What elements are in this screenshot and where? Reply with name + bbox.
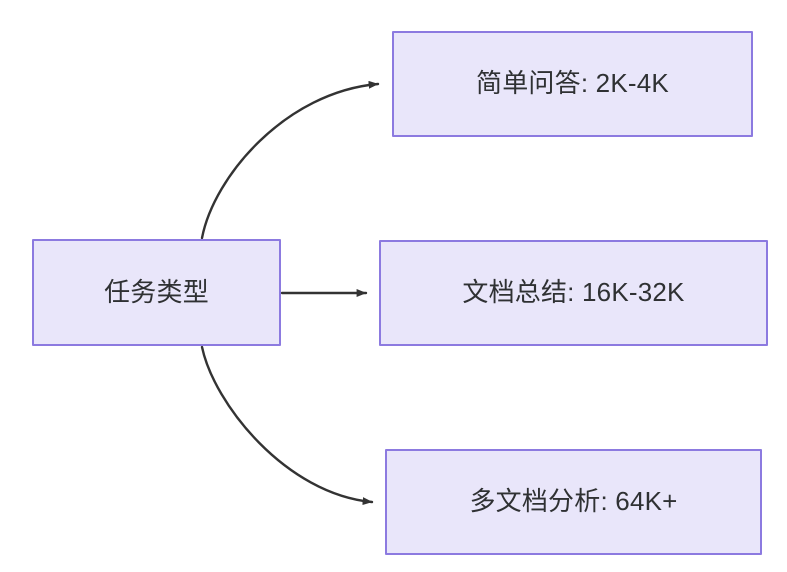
- node-simple-qa[interactable]: 简单问答: 2K-4K: [392, 31, 753, 137]
- node-label: 多文档分析: 64K+: [469, 486, 678, 517]
- node-doc-summary[interactable]: 文档总结: 16K-32K: [379, 240, 768, 346]
- node-label: 简单问答: 2K-4K: [476, 68, 669, 99]
- edge-source-multidoc: [200, 345, 374, 506]
- node-task-type[interactable]: 任务类型: [32, 239, 281, 346]
- node-label: 任务类型: [104, 276, 209, 307]
- node-label: 文档总结: 16K-32K: [462, 277, 685, 308]
- node-multi-doc-analysis[interactable]: 多文档分析: 64K+: [385, 449, 762, 555]
- edge-source-simple: [200, 80, 380, 240]
